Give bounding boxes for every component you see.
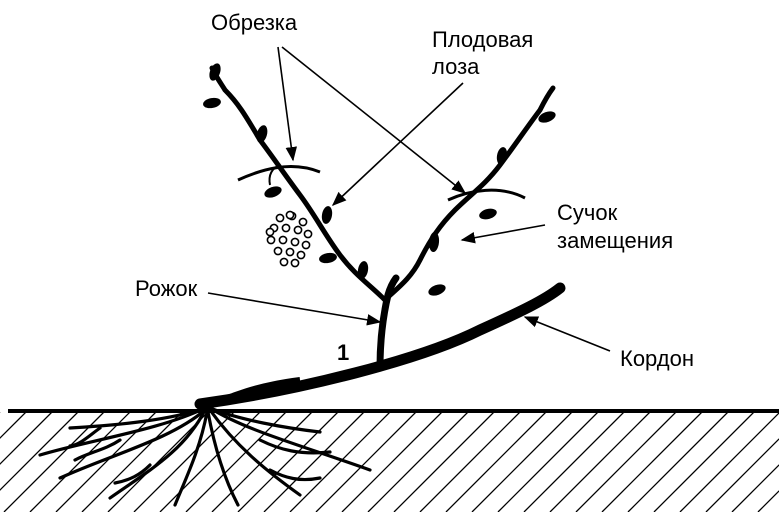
label-replacement-spur-line1: Сучок xyxy=(557,200,618,225)
label-replacement-spur-line2: замещения xyxy=(557,228,673,253)
hatch-line xyxy=(524,412,624,512)
grape-berry xyxy=(282,224,289,231)
hatch-line xyxy=(758,412,779,512)
grape-cluster xyxy=(266,211,311,266)
grape-berry xyxy=(280,258,287,265)
label-fruiting-cane-line2: лоза xyxy=(432,54,480,79)
grape-berry xyxy=(279,236,286,243)
hatch-line xyxy=(628,412,728,512)
hatch-line xyxy=(368,412,468,512)
label-number-1: 1 xyxy=(337,340,349,365)
hatch-line xyxy=(342,412,442,512)
label-spur: Рожок xyxy=(135,276,198,301)
grape-berry xyxy=(276,214,283,221)
hatch-line xyxy=(654,412,754,512)
label-pruning: Обрезка xyxy=(211,10,298,35)
hatch-line xyxy=(290,412,390,512)
grape-berry xyxy=(274,247,281,254)
grape-berry xyxy=(267,236,274,243)
hatch-line xyxy=(0,412,26,512)
hatch-line xyxy=(680,412,779,512)
grape-berry xyxy=(304,230,311,237)
grape-berry xyxy=(291,238,298,245)
label-fruiting-cane-line1: Плодовая xyxy=(432,27,533,52)
grape-berry xyxy=(302,241,309,248)
grape-berry xyxy=(297,251,304,258)
label-cordon: Кордон xyxy=(620,346,694,371)
hatch-line xyxy=(576,412,676,512)
hatch-line xyxy=(394,412,494,512)
roots xyxy=(40,408,370,505)
grape-berry xyxy=(294,226,301,233)
hatch-line xyxy=(706,412,779,512)
hatch-line xyxy=(212,412,312,512)
soil-hatching xyxy=(0,412,779,512)
cut-mark-right xyxy=(448,190,525,200)
grape-berry xyxy=(266,228,273,235)
hatch-line xyxy=(498,412,598,512)
hatch-line xyxy=(186,412,286,512)
hatch-line xyxy=(446,412,546,512)
hatch-line xyxy=(472,412,572,512)
grape-berry xyxy=(291,259,298,266)
hatch-line xyxy=(550,412,650,512)
hatch-line xyxy=(316,412,416,512)
hatch-line xyxy=(420,412,520,512)
grape-berry xyxy=(286,211,293,218)
grape-berry xyxy=(286,248,293,255)
grape-berry xyxy=(299,218,306,225)
cut-mark-left xyxy=(238,167,320,180)
hatch-line xyxy=(602,412,702,512)
buds xyxy=(202,62,557,298)
